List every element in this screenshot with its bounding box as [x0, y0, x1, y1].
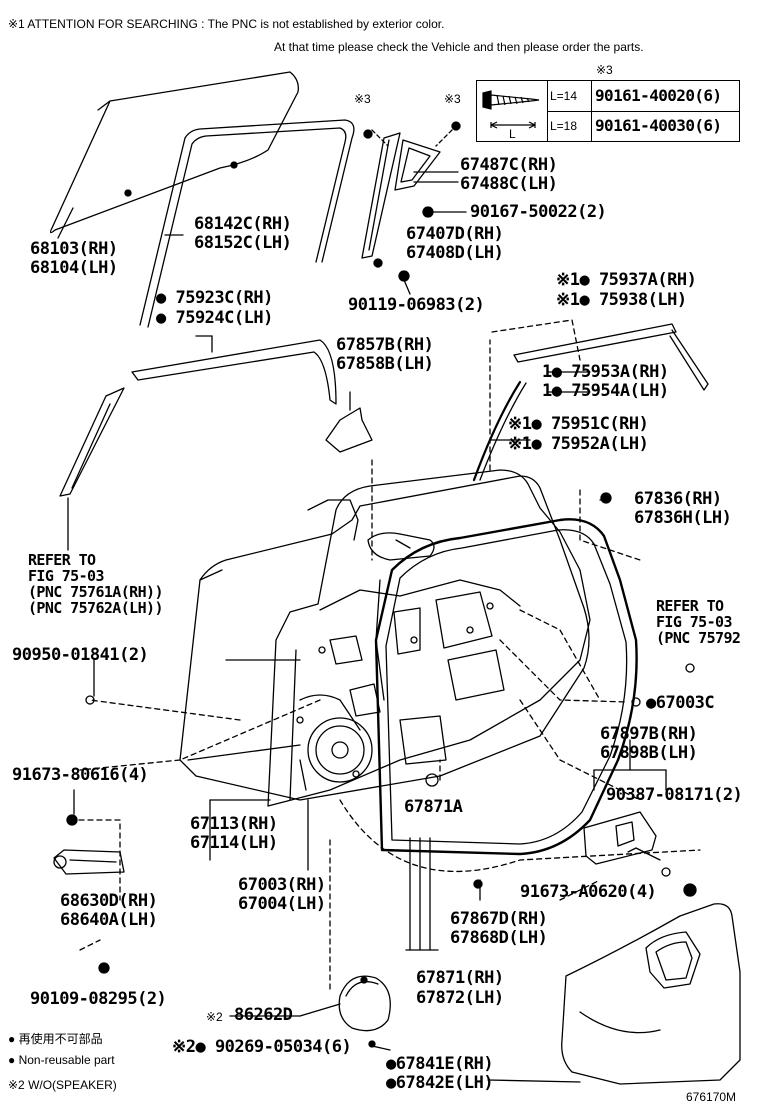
callout-67004: 67004(LH)	[238, 894, 326, 914]
attention-note-line-2: At that time please check the Vehicle an…	[274, 40, 644, 54]
screw-length-2: L=18	[550, 119, 578, 133]
callout-67898b: 67898B(LH)	[600, 743, 698, 763]
callout-68103: 68103(RH)	[30, 239, 118, 259]
callout-67842e: ●67842E(LH)	[386, 1073, 494, 1093]
callout-67003: 67003(RH)	[238, 875, 326, 895]
front-garnish-illustration	[59, 387, 125, 551]
screw-mark-a: ※3	[354, 92, 371, 106]
speaker-cover-illustration	[338, 975, 391, 1048]
corner-pad-illustration	[325, 391, 373, 453]
callout-90119: 90119-06983(2)	[348, 295, 485, 315]
refer-note-left: REFER TO FIG 75-03 (PNC 75761A(RH)) (PNC…	[28, 551, 164, 617]
weatherstrip-illustration	[374, 518, 638, 951]
callout-67488c: 67488C(LH)	[460, 174, 558, 194]
callout-67408d: 67408D(LH)	[406, 243, 504, 263]
callout-90167: 90167-50022(2)	[470, 202, 607, 222]
division-bar-illustration	[361, 132, 459, 259]
callout-68142c: 68142C(RH)	[194, 214, 292, 234]
attention-note-line-1: ※1 ATTENTION FOR SEARCHING : The PNC is …	[8, 17, 445, 31]
screw-length-table: L L=14 90161-40020(6) L=18 90161-40030(6…	[476, 80, 740, 142]
screw-dimension-label: L	[509, 127, 516, 141]
screw-table-mark: ※3	[596, 63, 613, 77]
callout-75924c: ● 75924C(LH)	[156, 308, 273, 328]
callout-75937a: ※1● 75937A(RH)	[556, 270, 697, 290]
callout-68152c: 68152C(LH)	[194, 233, 292, 253]
glass-run-channel-illustration	[139, 119, 355, 328]
legend-non-reusable-en: ● Non-reusable part	[8, 1053, 115, 1067]
callout-67114: 67114(LH)	[190, 833, 278, 853]
callout-67113: 67113(RH)	[190, 814, 278, 834]
screw-icons	[363, 121, 467, 295]
callout-67487c: 67487C(RH)	[460, 155, 558, 175]
door-inner-panel-illustration	[267, 469, 591, 807]
figure-id: 676170M	[686, 1090, 737, 1104]
callout-91673-80616: 91673-80616(4)	[12, 765, 149, 785]
frame-moulding-illustration	[472, 323, 709, 482]
callout-67003c: ●67003C	[646, 693, 715, 713]
callout-67407d: 67407D(RH)	[406, 224, 504, 244]
dashed-leader-lines	[69, 319, 701, 991]
callout-67857b: 67857B(RH)	[336, 335, 434, 355]
legend-non-reusable-jp: ● 再使用不可部品	[8, 1032, 103, 1046]
screw-part-1: 90161-40020(6)	[595, 86, 722, 105]
door-check-illustration	[53, 789, 125, 974]
callout-67868d: 67868D(LH)	[450, 928, 548, 948]
service-hole-cover-illustration	[473, 879, 741, 1085]
callout-67871: 67871(RH)	[416, 968, 504, 988]
belt-moulding-illustration	[131, 335, 337, 405]
callout-90387: 90387-08171(2)	[606, 785, 743, 805]
callout-67858b: 67858B(LH)	[336, 354, 434, 374]
legend-speaker-note: ※2 W/O(SPEAKER)	[8, 1078, 117, 1092]
refer-note-right: REFER TO FIG 75-03 (PNC 75792	[656, 597, 741, 647]
screw-icon	[482, 90, 540, 129]
speaker-mark-86262d: ※2	[206, 1010, 223, 1024]
door-outer-panel-illustration	[179, 475, 590, 801]
clip-icons	[85, 492, 695, 787]
callout-90269: ※2● 90269-05034(6)	[172, 1037, 352, 1057]
callout-75923c: ● 75923C(RH)	[156, 288, 273, 308]
screw-illustration-cell: L	[477, 81, 548, 141]
callout-75938: ※1● 75938(LH)	[556, 290, 687, 310]
callout-67872: 67872(LH)	[416, 988, 504, 1008]
leader-lines	[93, 659, 667, 1083]
door-glass-illustration	[49, 71, 299, 239]
callout-91673-a0620: 91673-A0620(4)	[520, 882, 657, 902]
callout-75953a: 1● 75953A(RH)	[542, 362, 669, 382]
screw-mark-b: ※3	[444, 92, 461, 106]
callout-67836: 67836(RH)	[634, 489, 722, 509]
callout-75954a: 1● 75954A(LH)	[542, 381, 669, 401]
callout-75952a: ※1● 75952A(LH)	[508, 434, 649, 454]
callout-68104: 68104(LH)	[30, 258, 118, 278]
screw-length-1: L=14	[550, 89, 578, 103]
callout-68630d: 68630D(RH)	[60, 891, 158, 911]
screw-part-2: 90161-40030(6)	[595, 116, 722, 135]
callout-67836h: 67836H(LH)	[634, 508, 732, 528]
callout-67871a: 67871A	[404, 797, 463, 817]
callout-90950: 90950-01841(2)	[12, 645, 149, 665]
callout-75951c: ※1● 75951C(RH)	[508, 414, 649, 434]
callout-67867d: 67867D(RH)	[450, 909, 548, 929]
callout-90109: 90109-08295(2)	[30, 989, 167, 1009]
callout-86262d: 86262D	[234, 1005, 293, 1025]
callout-67897b: 67897B(RH)	[600, 724, 698, 744]
bracket-illustration	[583, 811, 697, 897]
callout-67841e: ●67841E(RH)	[386, 1054, 494, 1074]
callout-68640a: 68640A(LH)	[60, 910, 158, 930]
